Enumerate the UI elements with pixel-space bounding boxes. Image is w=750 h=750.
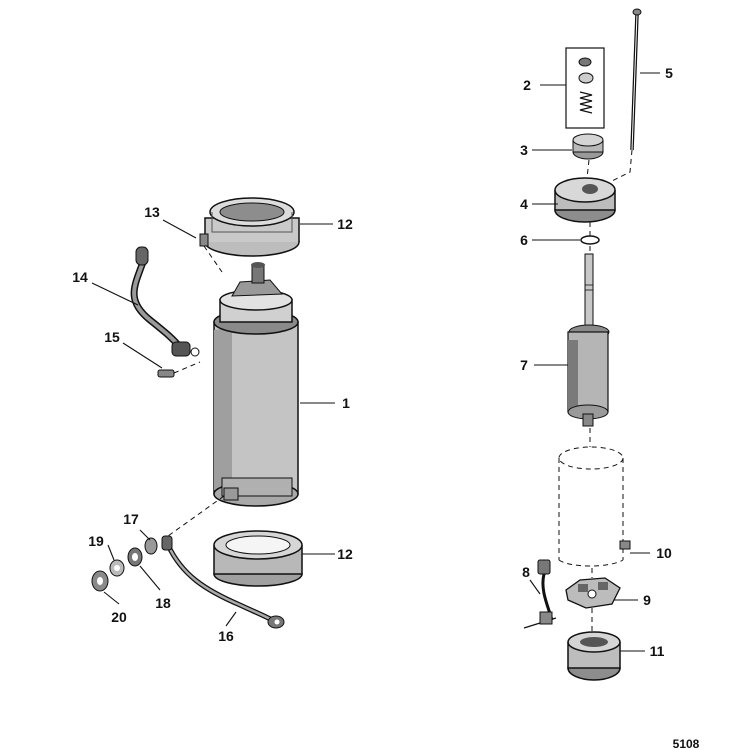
callout-5: 5 (665, 65, 673, 81)
callout-10: 10 (656, 545, 672, 561)
figure-number: 5108 (673, 737, 700, 750)
callout-14: 14 (72, 269, 88, 285)
o-ring (580, 235, 600, 245)
washer (109, 559, 125, 577)
lock-washer (144, 537, 158, 555)
right-guide-lines (586, 159, 593, 632)
positive-cable (130, 246, 200, 357)
end-cap (554, 177, 616, 223)
callout-4: 4 (520, 196, 528, 212)
starter-motor-body (213, 262, 299, 507)
callout-19: 19 (88, 533, 104, 549)
hex-nut-small (127, 547, 143, 567)
callout-12-top: 12 (337, 216, 353, 232)
brush-spring-kit (565, 47, 605, 129)
hex-nut (91, 570, 109, 592)
callout-9: 9 (643, 592, 651, 608)
callout-20: 20 (111, 609, 127, 625)
callout-18: 18 (155, 595, 171, 611)
left-guide-lines (167, 245, 225, 537)
lower-end-cap (567, 631, 621, 681)
callout-3: 3 (520, 142, 528, 158)
callout-6: 6 (520, 232, 528, 248)
drive-head (572, 133, 604, 160)
rubber-collar-top (204, 197, 300, 257)
callout-13: 13 (144, 204, 160, 220)
screw (157, 369, 175, 378)
rubber-collar-bottom (213, 530, 303, 587)
brush-plate (565, 577, 621, 609)
callout-1: 1 (342, 395, 350, 411)
callout-11: 11 (650, 643, 665, 659)
callout-16: 16 (218, 628, 234, 644)
callout-8: 8 (522, 564, 530, 580)
brush-lead (523, 559, 557, 629)
leader-lines (91, 72, 660, 652)
callout-7: 7 (520, 357, 528, 373)
armature (567, 253, 610, 427)
through-bolt (609, 8, 642, 183)
terminal-stud (199, 233, 209, 247)
callout-17: 17 (123, 511, 139, 527)
callout-12-bottom: 12 (337, 546, 353, 562)
callout-2: 2 (523, 77, 531, 93)
callout-15: 15 (104, 329, 120, 345)
ground-cable (161, 535, 285, 629)
field-frame (558, 446, 631, 567)
